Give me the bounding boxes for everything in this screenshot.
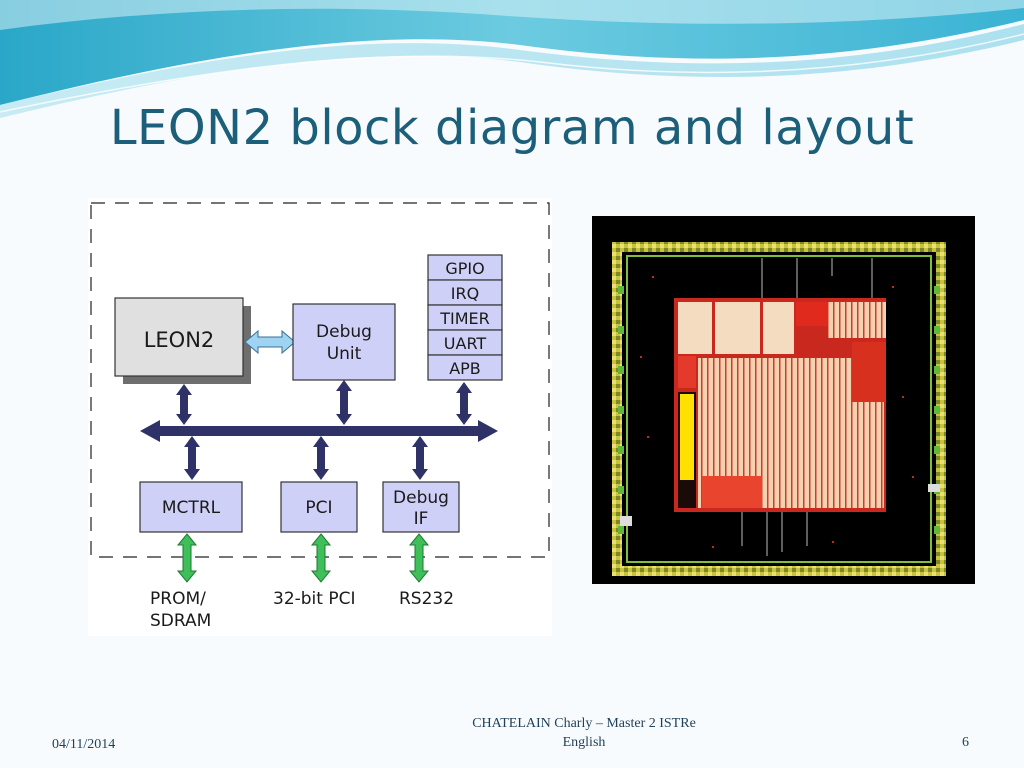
- debug-if-block: Debug IF: [382, 481, 460, 533]
- page-number: 6: [962, 735, 969, 750]
- bus-connector-arrows: [176, 380, 472, 480]
- system-bus-arrow: [140, 420, 498, 442]
- mctrl-block: MCTRL: [139, 481, 243, 533]
- footer-author: CHATELAIN Charly – Master 2 ISTRe Englis…: [404, 714, 764, 752]
- mctrl-label: MCTRL: [162, 498, 221, 518]
- rs232-label: RS232: [399, 589, 454, 609]
- pci-bus-label: 32-bit PCI: [273, 589, 356, 609]
- uart-cell: [427, 329, 503, 356]
- leon2-label: LEON2: [144, 328, 215, 352]
- timer-cell: [427, 304, 503, 331]
- irq-cell: [427, 279, 503, 306]
- pci-block: PCI: [280, 481, 358, 533]
- leon2-block: LEON2: [114, 297, 244, 377]
- debug-unit-label-line2: Unit: [327, 344, 362, 364]
- pci-label: PCI: [305, 498, 332, 518]
- irq-label: IRQ: [451, 284, 479, 303]
- prom-sdram-label-line2: SDRAM: [150, 611, 211, 631]
- header-wave-decoration: [0, 0, 1024, 118]
- apb-cell: [427, 354, 503, 381]
- chip-layout-image: [592, 216, 975, 584]
- debug-unit-block: Debug Unit: [292, 303, 396, 381]
- timer-label: TIMER: [439, 309, 490, 328]
- debug-if-label-line2: IF: [414, 509, 429, 529]
- prom-sdram-label-line1: PROM/: [150, 589, 206, 609]
- leon2-block-diagram: LEON2 Debug Unit GPIO IRQ TIMER UART APB: [88, 198, 552, 636]
- gpio-cell: [427, 254, 503, 281]
- footer-author-line1: CHATELAIN Charly – Master 2 ISTRe: [472, 716, 696, 731]
- apb-label: APB: [449, 359, 481, 378]
- peripheral-stack: GPIO IRQ TIMER UART APB: [427, 254, 503, 381]
- debug-if-label-line1: Debug: [393, 488, 449, 508]
- uart-label: UART: [444, 334, 487, 353]
- debug-unit-label-line1: Debug: [316, 322, 372, 342]
- external-io-arrows: [176, 533, 430, 583]
- footer-date: 04/11/2014: [52, 737, 116, 752]
- slide-title: LEON2 block diagram and layout: [109, 100, 915, 156]
- gpio-label: GPIO: [445, 259, 484, 278]
- footer-author-line2: English: [562, 735, 606, 750]
